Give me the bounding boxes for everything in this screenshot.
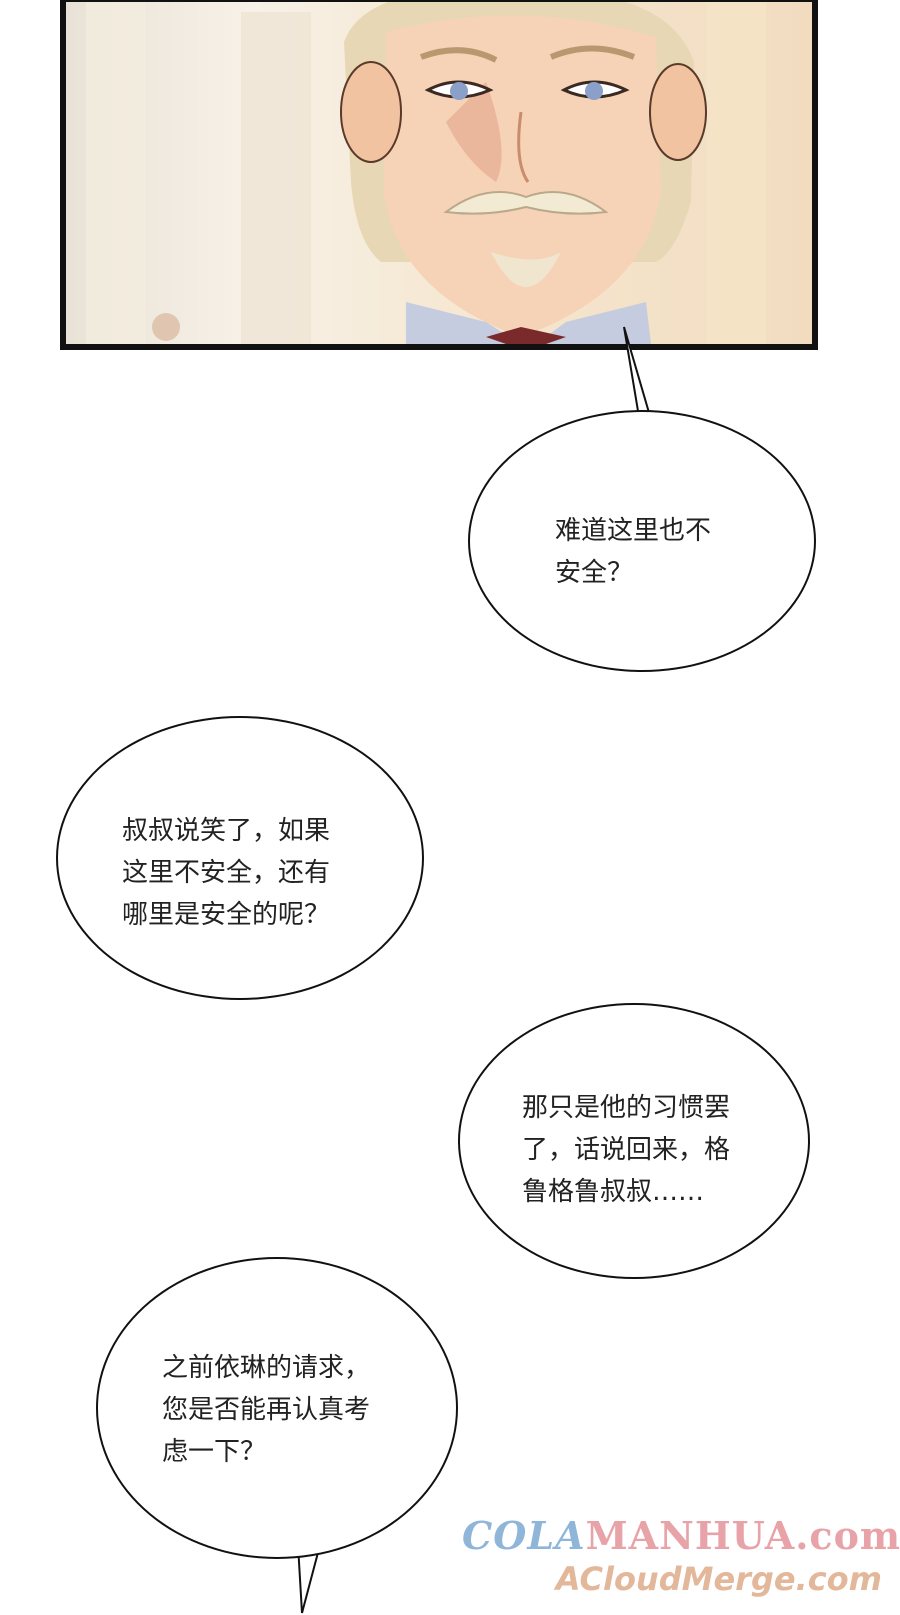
speech-bubble-1-text: 难道这里也不 安全？	[555, 510, 711, 594]
bubble-3-line-2: 了，话说回来，格	[522, 1135, 731, 1165]
bubble-2-line-2: 这里不安全，还有	[122, 858, 331, 888]
bubble-3-line-1: 那只是他的习惯罢	[522, 1093, 731, 1123]
bubble-4-line-1: 之前依琳的请求，	[162, 1353, 371, 1383]
speech-bubble-4-text: 之前依琳的请求， 您是否能再认真考 虑一下？	[162, 1347, 370, 1473]
bubble-2-line-1: 叔叔说笑了，如果	[122, 816, 331, 846]
watermark-domain: ACloudMerge.com	[555, 1560, 882, 1598]
speech-bubble-1	[468, 410, 816, 672]
bubble-4-line-3: 虑一下？	[162, 1437, 267, 1467]
bubble-3-line-3: 鲁格鲁叔叔……	[522, 1177, 705, 1207]
speech-bubble-4	[96, 1257, 458, 1559]
bubble-2-line-3: 哪里是安全的呢？	[122, 900, 331, 930]
speech-bubble-3-text: 那只是他的习惯罢 了，话说回来，格 鲁格鲁叔叔……	[522, 1087, 730, 1213]
watermark-brand-manhua: MANHUA.com	[585, 1513, 900, 1558]
watermark: COLAMANHUA.com ACloudMerge.com	[462, 1513, 900, 1599]
watermark-brand-cola: COLA	[462, 1513, 586, 1558]
comic-panel	[60, 0, 818, 350]
bubble-1-line-2: 安全？	[555, 558, 634, 588]
watermark-brand: COLAMANHUA.com	[462, 1513, 900, 1559]
man-portrait-illustration	[86, 2, 766, 344]
speech-bubble-2-text: 叔叔说笑了，如果 这里不安全，还有 哪里是安全的呢？	[122, 810, 330, 936]
speech-bubble-3	[458, 1003, 810, 1279]
speech-bubble-2	[56, 716, 424, 1000]
bubble-1-line-1: 难道这里也不	[555, 516, 712, 546]
bubble-4-line-2: 您是否能再认真考	[162, 1395, 371, 1425]
